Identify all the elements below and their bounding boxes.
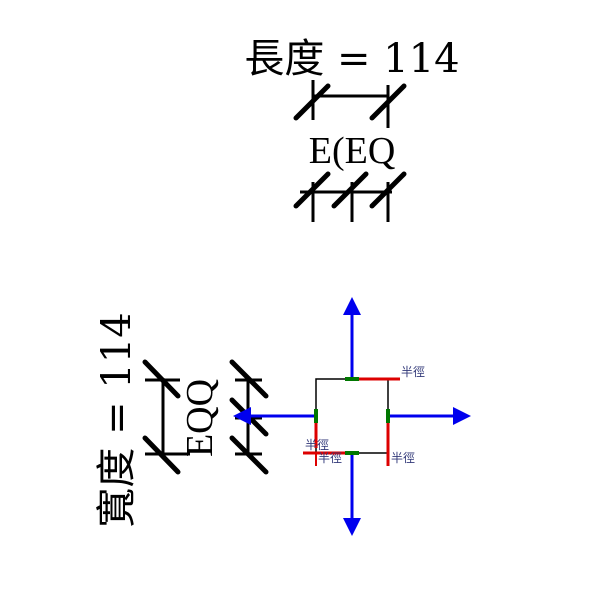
radius-label: 半徑	[305, 438, 329, 452]
square-sketch[interactable]: 半徑 半徑 半徑 半徑	[233, 297, 471, 536]
constraint-slash	[331, 171, 369, 209]
equal-constraint-text: EQQ	[179, 379, 221, 457]
radius-label: 半徑	[318, 451, 342, 465]
constraint-slash	[369, 83, 407, 121]
length-dimension[interactable]: 長度 = 114 E(EQ	[244, 36, 460, 222]
constraint-slash	[142, 435, 181, 475]
constraint-slash	[293, 171, 331, 209]
constraint-slash	[229, 435, 269, 475]
constraint-slash	[229, 359, 269, 399]
radius-label: 半徑	[401, 365, 425, 379]
radius-label: 半徑	[391, 451, 415, 465]
width-dimension[interactable]: 寬度 = 114 EQQ	[94, 312, 269, 528]
length-label: 長度 = 114	[244, 36, 459, 82]
constraint-slash	[142, 359, 181, 399]
width-label: 寬度 = 114	[94, 312, 140, 527]
constraint-slash	[293, 83, 331, 121]
equal-constraint-text: E(EQ	[309, 130, 396, 172]
constraint-slash	[369, 171, 407, 209]
